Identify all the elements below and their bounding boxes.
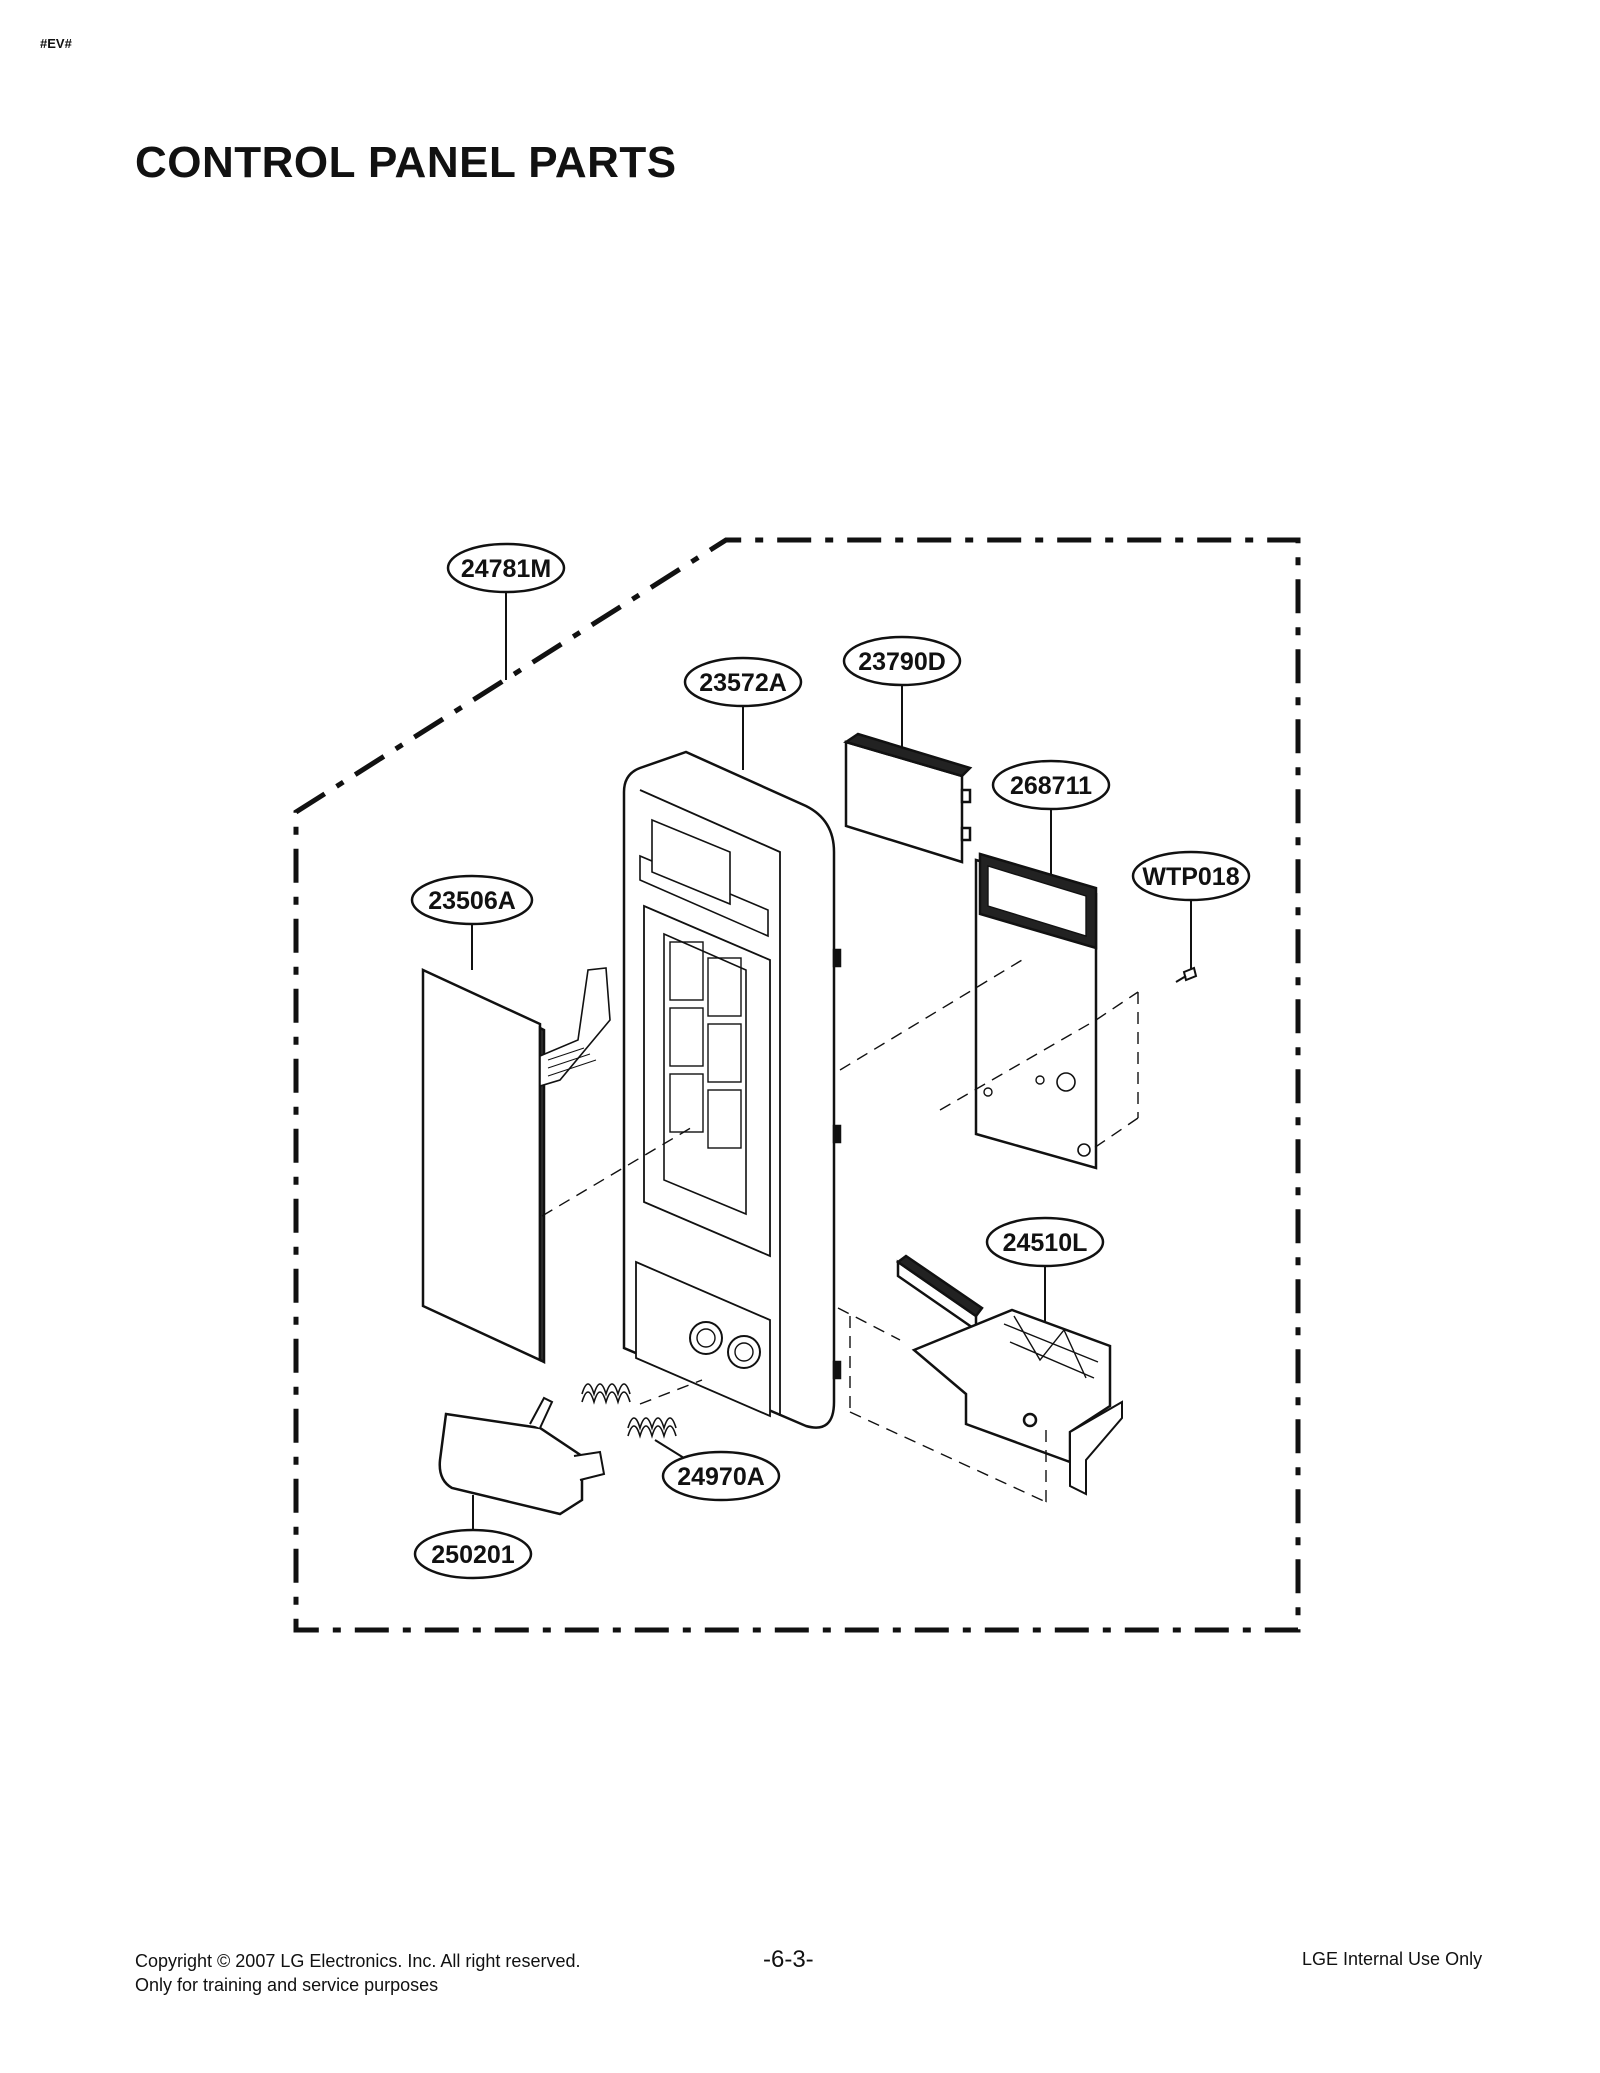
door-push-button [438,1396,606,1516]
page-title: CONTROL PANEL PARTS [135,138,677,187]
callout-24970a: 24970A [661,1450,781,1502]
callout-label: 23506A [428,887,516,915]
callout-label: 24510L [1003,1229,1088,1257]
footer-copyright-block: Copyright © 2007 LG Electronics. Inc. Al… [135,1949,580,1997]
callout-23572a: 23572A [683,656,803,708]
callout-24510l: 24510L [985,1216,1105,1268]
callout-label: 23572A [699,669,787,697]
screw [1175,966,1198,983]
document-code: #EV# [40,36,72,51]
callout-23790d: 23790D [842,635,962,687]
callout-24781m: 24781M [446,542,566,594]
assembly-boundary [293,537,1301,1633]
callout-23506a: 23506A [410,874,534,926]
control-pcb [974,852,1098,1170]
internal-use-label: LGE Internal Use Only [1302,1949,1483,1969]
callout-label: 250201 [431,1541,515,1569]
membrane-sheet [421,967,611,1365]
callout-label: 268711 [1010,772,1092,800]
usage-note: Only for training and service purposes [135,1975,439,1995]
callout-label: 24970A [677,1463,765,1491]
springs [581,1383,677,1439]
latch-lever-assembly [895,1254,1123,1496]
callout-label: WTP018 [1142,863,1239,891]
page-number: -6-3- [763,1946,814,1973]
callout-wtp018: WTP018 [1131,850,1251,902]
alignment-lines [541,959,1139,1504]
display-window [843,732,973,864]
copyright-text: Copyright © 2007 LG Electronics. Inc. Al… [135,1951,581,1971]
callout-label: 24781M [461,555,551,583]
callout-250201: 250201 [413,1528,533,1580]
callout-268711: 268711 [991,759,1111,811]
callout-label: 23790D [858,648,946,676]
control-panel-frame [622,750,842,1429]
